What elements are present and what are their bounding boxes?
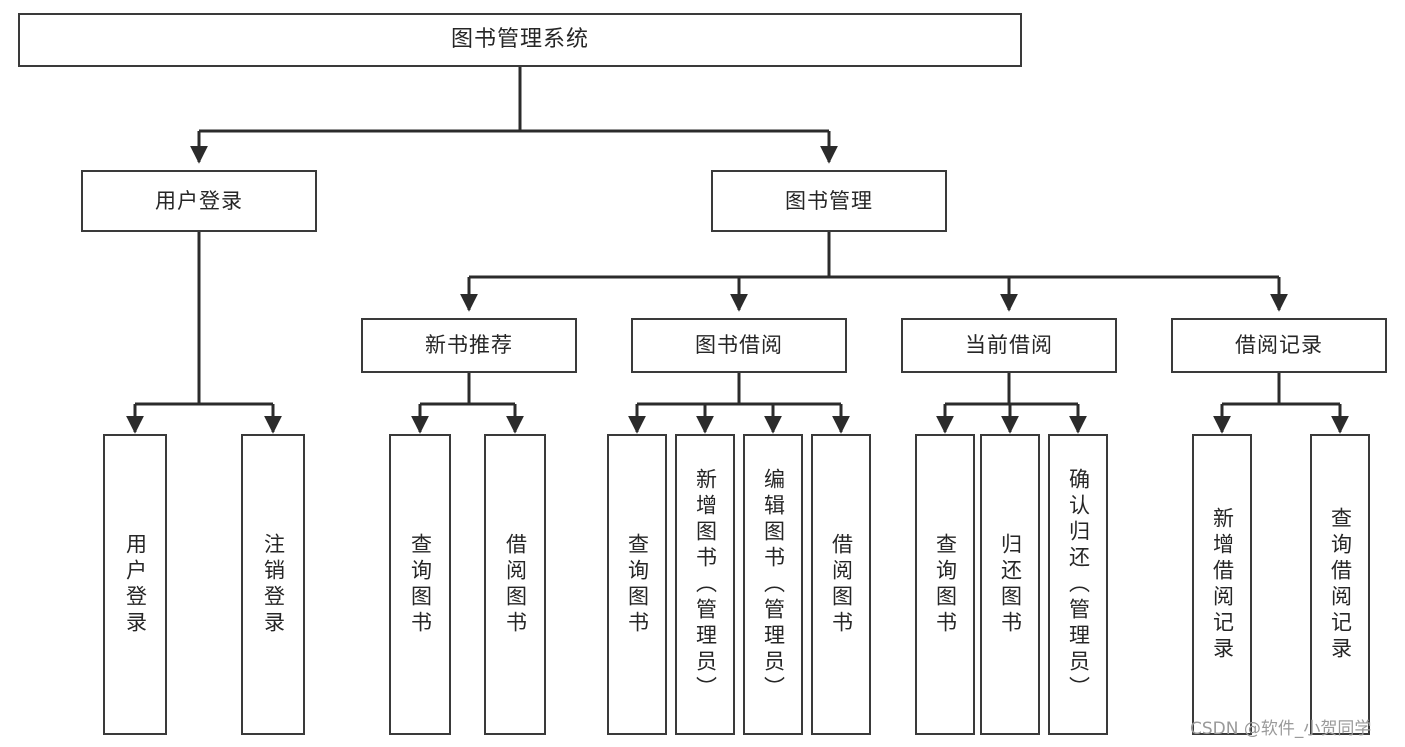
node-borrow-record[interactable]: 借阅记录 <box>1171 318 1387 373</box>
node-label: 新书推荐 <box>425 333 513 358</box>
node-leaf-add-book-admin[interactable]: 新增图书（管理员） <box>675 434 735 735</box>
node-label: 查询图书 <box>933 532 958 637</box>
node-label: 归还图书 <box>998 532 1023 637</box>
node-leaf-edit-book-admin[interactable]: 编辑图书（管理员） <box>743 434 803 735</box>
node-root-book-management-system[interactable]: 图书管理系统 <box>18 13 1022 67</box>
node-leaf-query-book-recommend[interactable]: 查询图书 <box>389 434 451 735</box>
node-label: 新增图书（管理员） <box>693 467 718 702</box>
node-leaf-borrow-book-recommend[interactable]: 借阅图书 <box>484 434 546 735</box>
node-label: 新增借阅记录 <box>1210 506 1235 663</box>
node-label: 借阅图书 <box>503 532 528 637</box>
node-label: 用户登录 <box>123 532 148 637</box>
node-label: 图书管理系统 <box>450 27 589 53</box>
node-leaf-user-login[interactable]: 用户登录 <box>103 434 167 735</box>
node-leaf-add-borrow-record[interactable]: 新增借阅记录 <box>1192 434 1252 735</box>
node-label: 图书管理 <box>785 188 873 213</box>
node-leaf-confirm-return-admin[interactable]: 确认归还（管理员） <box>1048 434 1108 735</box>
node-user-login[interactable]: 用户登录 <box>81 170 317 232</box>
node-label: 借阅图书 <box>829 532 854 637</box>
node-label: 用户登录 <box>155 188 243 213</box>
node-label: 确认归还（管理员） <box>1066 467 1091 702</box>
node-new-book-recommend[interactable]: 新书推荐 <box>361 318 577 373</box>
node-label: 编辑图书（管理员） <box>761 467 786 702</box>
watermark: CSDN @软件_小贺同学 <box>1190 719 1372 739</box>
node-leaf-borrow-book[interactable]: 借阅图书 <box>811 434 871 735</box>
node-leaf-query-book-borrow[interactable]: 查询图书 <box>607 434 667 735</box>
node-book-management[interactable]: 图书管理 <box>711 170 947 232</box>
node-leaf-query-book-current[interactable]: 查询图书 <box>915 434 975 735</box>
node-label: 图书借阅 <box>695 333 783 358</box>
node-book-borrow[interactable]: 图书借阅 <box>631 318 847 373</box>
node-label: 注销登录 <box>261 532 286 637</box>
node-label: 查询图书 <box>408 532 433 637</box>
node-leaf-return-book[interactable]: 归还图书 <box>980 434 1040 735</box>
node-label: 查询图书 <box>625 532 650 637</box>
node-label: 当前借阅 <box>965 333 1053 358</box>
node-leaf-query-borrow-record[interactable]: 查询借阅记录 <box>1310 434 1370 735</box>
node-label: 查询借阅记录 <box>1328 506 1353 663</box>
node-leaf-user-logout[interactable]: 注销登录 <box>241 434 305 735</box>
node-current-borrow[interactable]: 当前借阅 <box>901 318 1117 373</box>
node-label: 借阅记录 <box>1235 333 1323 358</box>
